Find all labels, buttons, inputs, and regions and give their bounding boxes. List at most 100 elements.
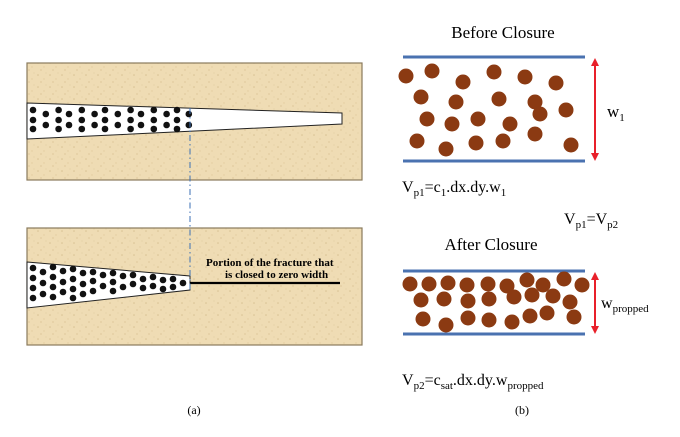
proppant-particle xyxy=(519,272,535,288)
proppant-particle xyxy=(101,106,109,114)
proppant-particle xyxy=(185,121,193,129)
proppant-particle xyxy=(119,272,127,280)
proppant-particle xyxy=(101,125,109,133)
proppant-particle xyxy=(69,294,77,302)
proppant-particle xyxy=(109,278,117,286)
proppant-particle xyxy=(173,116,181,124)
proppant-particle xyxy=(409,133,425,149)
proppant-particle xyxy=(78,116,86,124)
caption-a: (a) xyxy=(187,403,200,417)
proppant-particle xyxy=(91,121,98,129)
proppant-particle xyxy=(137,121,145,129)
proppant-particle xyxy=(548,75,564,91)
proppant-particle xyxy=(65,121,73,129)
proppant-particle xyxy=(444,116,460,132)
proppant-particle xyxy=(460,293,476,309)
proppant-particle xyxy=(55,116,62,124)
proppant-particle xyxy=(78,106,86,114)
proppant-particle xyxy=(29,284,37,292)
proppant-particle xyxy=(78,125,86,133)
proppant-particle xyxy=(69,265,77,273)
equation-volume-equality: Vp1=Vp2 xyxy=(564,211,618,231)
proppant-particle xyxy=(139,284,147,292)
caption-b: (b) xyxy=(515,403,529,417)
proppant-particle xyxy=(169,275,177,283)
proppant-particle xyxy=(39,290,47,298)
proppant-particle xyxy=(438,317,454,333)
proppant-particle xyxy=(129,280,137,288)
proppant-particle xyxy=(42,110,50,118)
proppant-particle xyxy=(481,291,497,307)
proppant-particle xyxy=(55,125,62,133)
proppant-particle xyxy=(29,264,37,272)
proppant-particle xyxy=(522,308,538,324)
proppant-particle xyxy=(185,110,193,118)
proppant-particle xyxy=(440,275,456,291)
proppant-particle xyxy=(137,110,145,118)
panel-a: Portion of the fracture that is closed t… xyxy=(26,62,363,417)
proppant-particle xyxy=(127,125,134,133)
proppant-particle xyxy=(402,276,418,292)
proppant-particle xyxy=(163,110,170,118)
proppant-particle xyxy=(127,116,134,124)
proppant-particle xyxy=(424,63,440,79)
proppant-particle xyxy=(59,288,67,296)
fracture-wedge-closed xyxy=(26,261,191,309)
proppant-particle xyxy=(169,283,177,291)
proppant-particle xyxy=(69,285,77,293)
annotation-line-2: is closed to zero width xyxy=(225,269,328,281)
proppant-particle xyxy=(502,116,518,132)
width-label-after: wpropped xyxy=(601,295,649,315)
proppant-particle xyxy=(159,276,167,284)
proppant-particle xyxy=(448,94,464,110)
proppant-particle xyxy=(150,116,158,124)
proppant-particle xyxy=(532,106,548,122)
proppant-particle xyxy=(109,269,117,277)
proppant-particle xyxy=(460,310,476,326)
proppant-particle xyxy=(49,293,57,301)
proppant-particles-bottom xyxy=(29,263,187,302)
proppant-particle xyxy=(558,102,574,118)
proppant-particle xyxy=(49,283,57,291)
proppant-particle xyxy=(55,106,62,114)
proppant-particle xyxy=(495,133,511,149)
proppant-particles-after-closure xyxy=(402,271,590,333)
proppant-particle xyxy=(29,125,37,133)
proppant-particle xyxy=(491,91,507,107)
proppant-particle xyxy=(89,268,97,276)
proppant-particle xyxy=(398,68,414,84)
proppant-particle xyxy=(69,275,77,283)
proppant-particle xyxy=(89,277,97,285)
proppant-particle xyxy=(79,269,87,277)
proppant-particle xyxy=(173,125,181,133)
proppant-particle xyxy=(562,294,578,310)
proppant-particle xyxy=(159,285,167,293)
proppant-particle xyxy=(139,275,147,283)
proppant-particle xyxy=(59,278,67,286)
proppant-particle xyxy=(39,279,47,287)
proppant-particle xyxy=(129,271,137,279)
proppant-particle xyxy=(566,309,582,325)
proppant-particle xyxy=(438,141,454,157)
proppant-particle xyxy=(179,279,187,287)
proppant-particle xyxy=(91,110,98,118)
proppant-particle xyxy=(517,69,533,85)
proppant-particle xyxy=(79,290,87,298)
equation-before-closure: Vp1=c1.dx.dy.w1 xyxy=(402,179,506,199)
proppant-particle xyxy=(89,287,97,295)
proppant-particle xyxy=(419,111,435,127)
proppant-particle xyxy=(49,273,57,281)
proppant-particle xyxy=(114,110,122,118)
proppant-particle xyxy=(539,305,555,321)
after-closure-title: After Closure xyxy=(444,235,537,254)
proppant-particle xyxy=(149,273,157,281)
panel-b: Before Closure w1 Vp1=c1.dx.dy.w1 Vp1=Vp… xyxy=(398,23,649,417)
proppant-particle xyxy=(127,106,134,114)
proppant-particles-top xyxy=(29,106,193,133)
proppant-particle xyxy=(29,274,37,282)
annotation-line-1: Portion of the fracture that xyxy=(206,257,334,269)
proppant-particle xyxy=(415,311,431,327)
proppant-particle xyxy=(563,137,579,153)
proppant-particle xyxy=(499,278,515,294)
